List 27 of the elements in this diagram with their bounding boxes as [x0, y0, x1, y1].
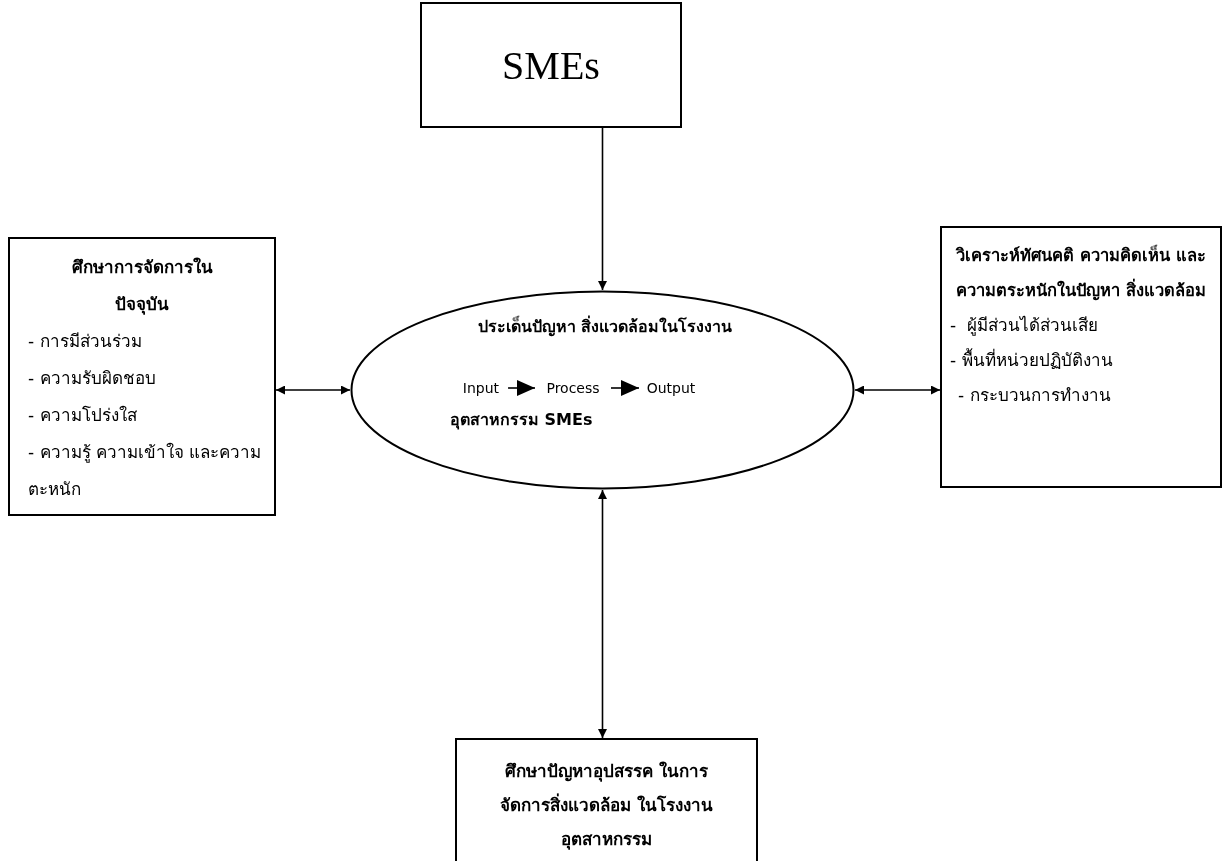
flow-label: Output	[645, 379, 697, 398]
box-heading: ศึกษาการจัดการใน ปัจจุบัน	[70, 256, 214, 317]
ellipse-text: ประเด็นปัญหา สิ่งแวดล้อมในโรงงาน	[476, 314, 734, 339]
list-item: - ความรู้ ความเข้าใจ และความตะหนัก	[27, 441, 263, 501]
box-heading: ศึกษาปัญหาอุปสรรค ในการจัดการสิ่งแวดล้อม ในโรงงานอุตสาหกรรม	[499, 760, 714, 852]
central-ellipse	[350, 290, 855, 490]
process-box	[8, 237, 276, 516]
list-item: - ความรับผิดชอบ	[27, 367, 157, 390]
list-item: - ผู้มีส่วนได้ส่วนเสีย	[950, 314, 1099, 338]
arrow	[275, 385, 351, 395]
box-heading: วิเคราะห์ทัศนคติ ความคิดเห็น และความตระหนักในปัญหา สิ่งแวดล้อม	[955, 243, 1207, 303]
title-box	[420, 2, 682, 128]
arrow	[598, 127, 607, 291]
flow-label: Input	[461, 379, 501, 398]
list-item: - ความโปร่งใส	[27, 404, 138, 427]
arrow	[507, 380, 536, 396]
flow-label: Process	[545, 379, 601, 398]
arrow	[610, 380, 640, 396]
list-item: - พื้นที่หน่วยปฏิบัติงาน	[950, 347, 1114, 372]
arrow	[854, 385, 941, 395]
list-item: - การมีส่วนร่วม	[27, 330, 143, 353]
process-box	[940, 226, 1222, 488]
list-item: - กระบวนการทำงาน	[957, 384, 1112, 407]
arrow	[598, 489, 607, 739]
box-title: SMEs	[502, 41, 600, 89]
process-box	[455, 738, 758, 861]
ellipse-text: อุตสาหกรรม SMEs	[450, 409, 594, 432]
